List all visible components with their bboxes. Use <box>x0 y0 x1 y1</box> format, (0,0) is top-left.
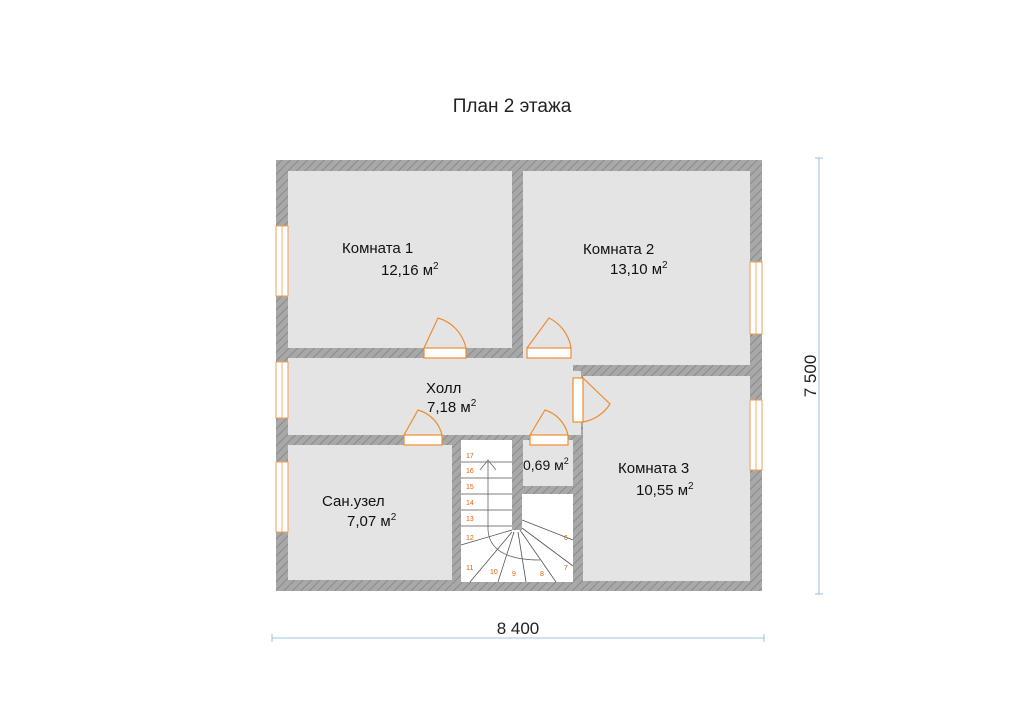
staircase <box>460 459 574 583</box>
stair-floor-2 <box>515 494 573 582</box>
stair-step-8: 8 <box>540 571 544 578</box>
bath-area-sup: 2 <box>391 512 397 523</box>
stair-step-14: 14 <box>466 500 474 507</box>
door-bath <box>403 434 443 446</box>
stair-step-16: 16 <box>466 468 474 475</box>
stair-step-11: 11 <box>466 565 473 572</box>
dimension-width <box>271 634 765 642</box>
room2-floor <box>523 171 750 365</box>
room1-area: 12,16 м2 <box>381 261 439 279</box>
closet-area-value: 0,69 м <box>523 457 564 473</box>
stair-step-17: 17 <box>466 453 474 460</box>
stair-step-6: 6 <box>564 535 568 542</box>
room2-area-sup: 2 <box>662 260 668 271</box>
hall-area-sup: 2 <box>471 398 477 409</box>
stair-step-12: 12 <box>466 535 474 542</box>
hall-area: 7,18 м2 <box>427 398 477 416</box>
hall-floor <box>288 358 573 435</box>
room2-name: Комната 2 <box>583 241 654 258</box>
room2-area-value: 13,10 м <box>610 261 662 278</box>
room2-area: 13,10 м2 <box>610 260 668 278</box>
door-room1 <box>423 347 467 359</box>
stair-step-13: 13 <box>466 516 474 523</box>
stair-wall-core <box>512 440 522 530</box>
dimension-width-label: 8 400 <box>497 619 540 638</box>
room1-area-sup: 2 <box>433 261 439 272</box>
hall-name: Холл <box>426 380 461 397</box>
room3-area: 10,55 м2 <box>636 481 694 499</box>
dimension-height-label: 7 500 <box>801 355 820 398</box>
bath-area-value: 7,07 м <box>347 513 391 530</box>
room1-area-value: 12,16 м <box>381 262 433 279</box>
room3-area-sup: 2 <box>688 481 694 492</box>
bath-area: 7,07 м2 <box>347 512 397 530</box>
room3-name: Комната 3 <box>618 460 689 477</box>
stair-step-15: 15 <box>466 484 474 491</box>
closet-floor <box>523 440 573 486</box>
room1-name: Комната 1 <box>342 240 413 257</box>
stair-step-9: 9 <box>512 571 516 578</box>
door-room3 <box>572 377 584 423</box>
plan-title: План 2 этажа <box>452 96 572 117</box>
room3-area-value: 10,55 м <box>636 482 688 499</box>
closet-area-sup: 2 <box>564 456 569 466</box>
doors <box>403 317 611 446</box>
dimension-height <box>815 157 823 595</box>
closet-area: 0,69 м2 <box>523 456 569 473</box>
door-room2 <box>526 347 572 359</box>
stair-step-7: 7 <box>564 565 568 572</box>
room1-floor <box>288 171 512 348</box>
hall-area-value: 7,18 м <box>427 399 471 416</box>
bath-name: Сан.узел <box>322 493 385 510</box>
stair-step-10: 10 <box>490 569 498 576</box>
bath-floor <box>288 445 452 580</box>
room3-floor <box>583 376 750 581</box>
door-closet <box>529 434 569 446</box>
